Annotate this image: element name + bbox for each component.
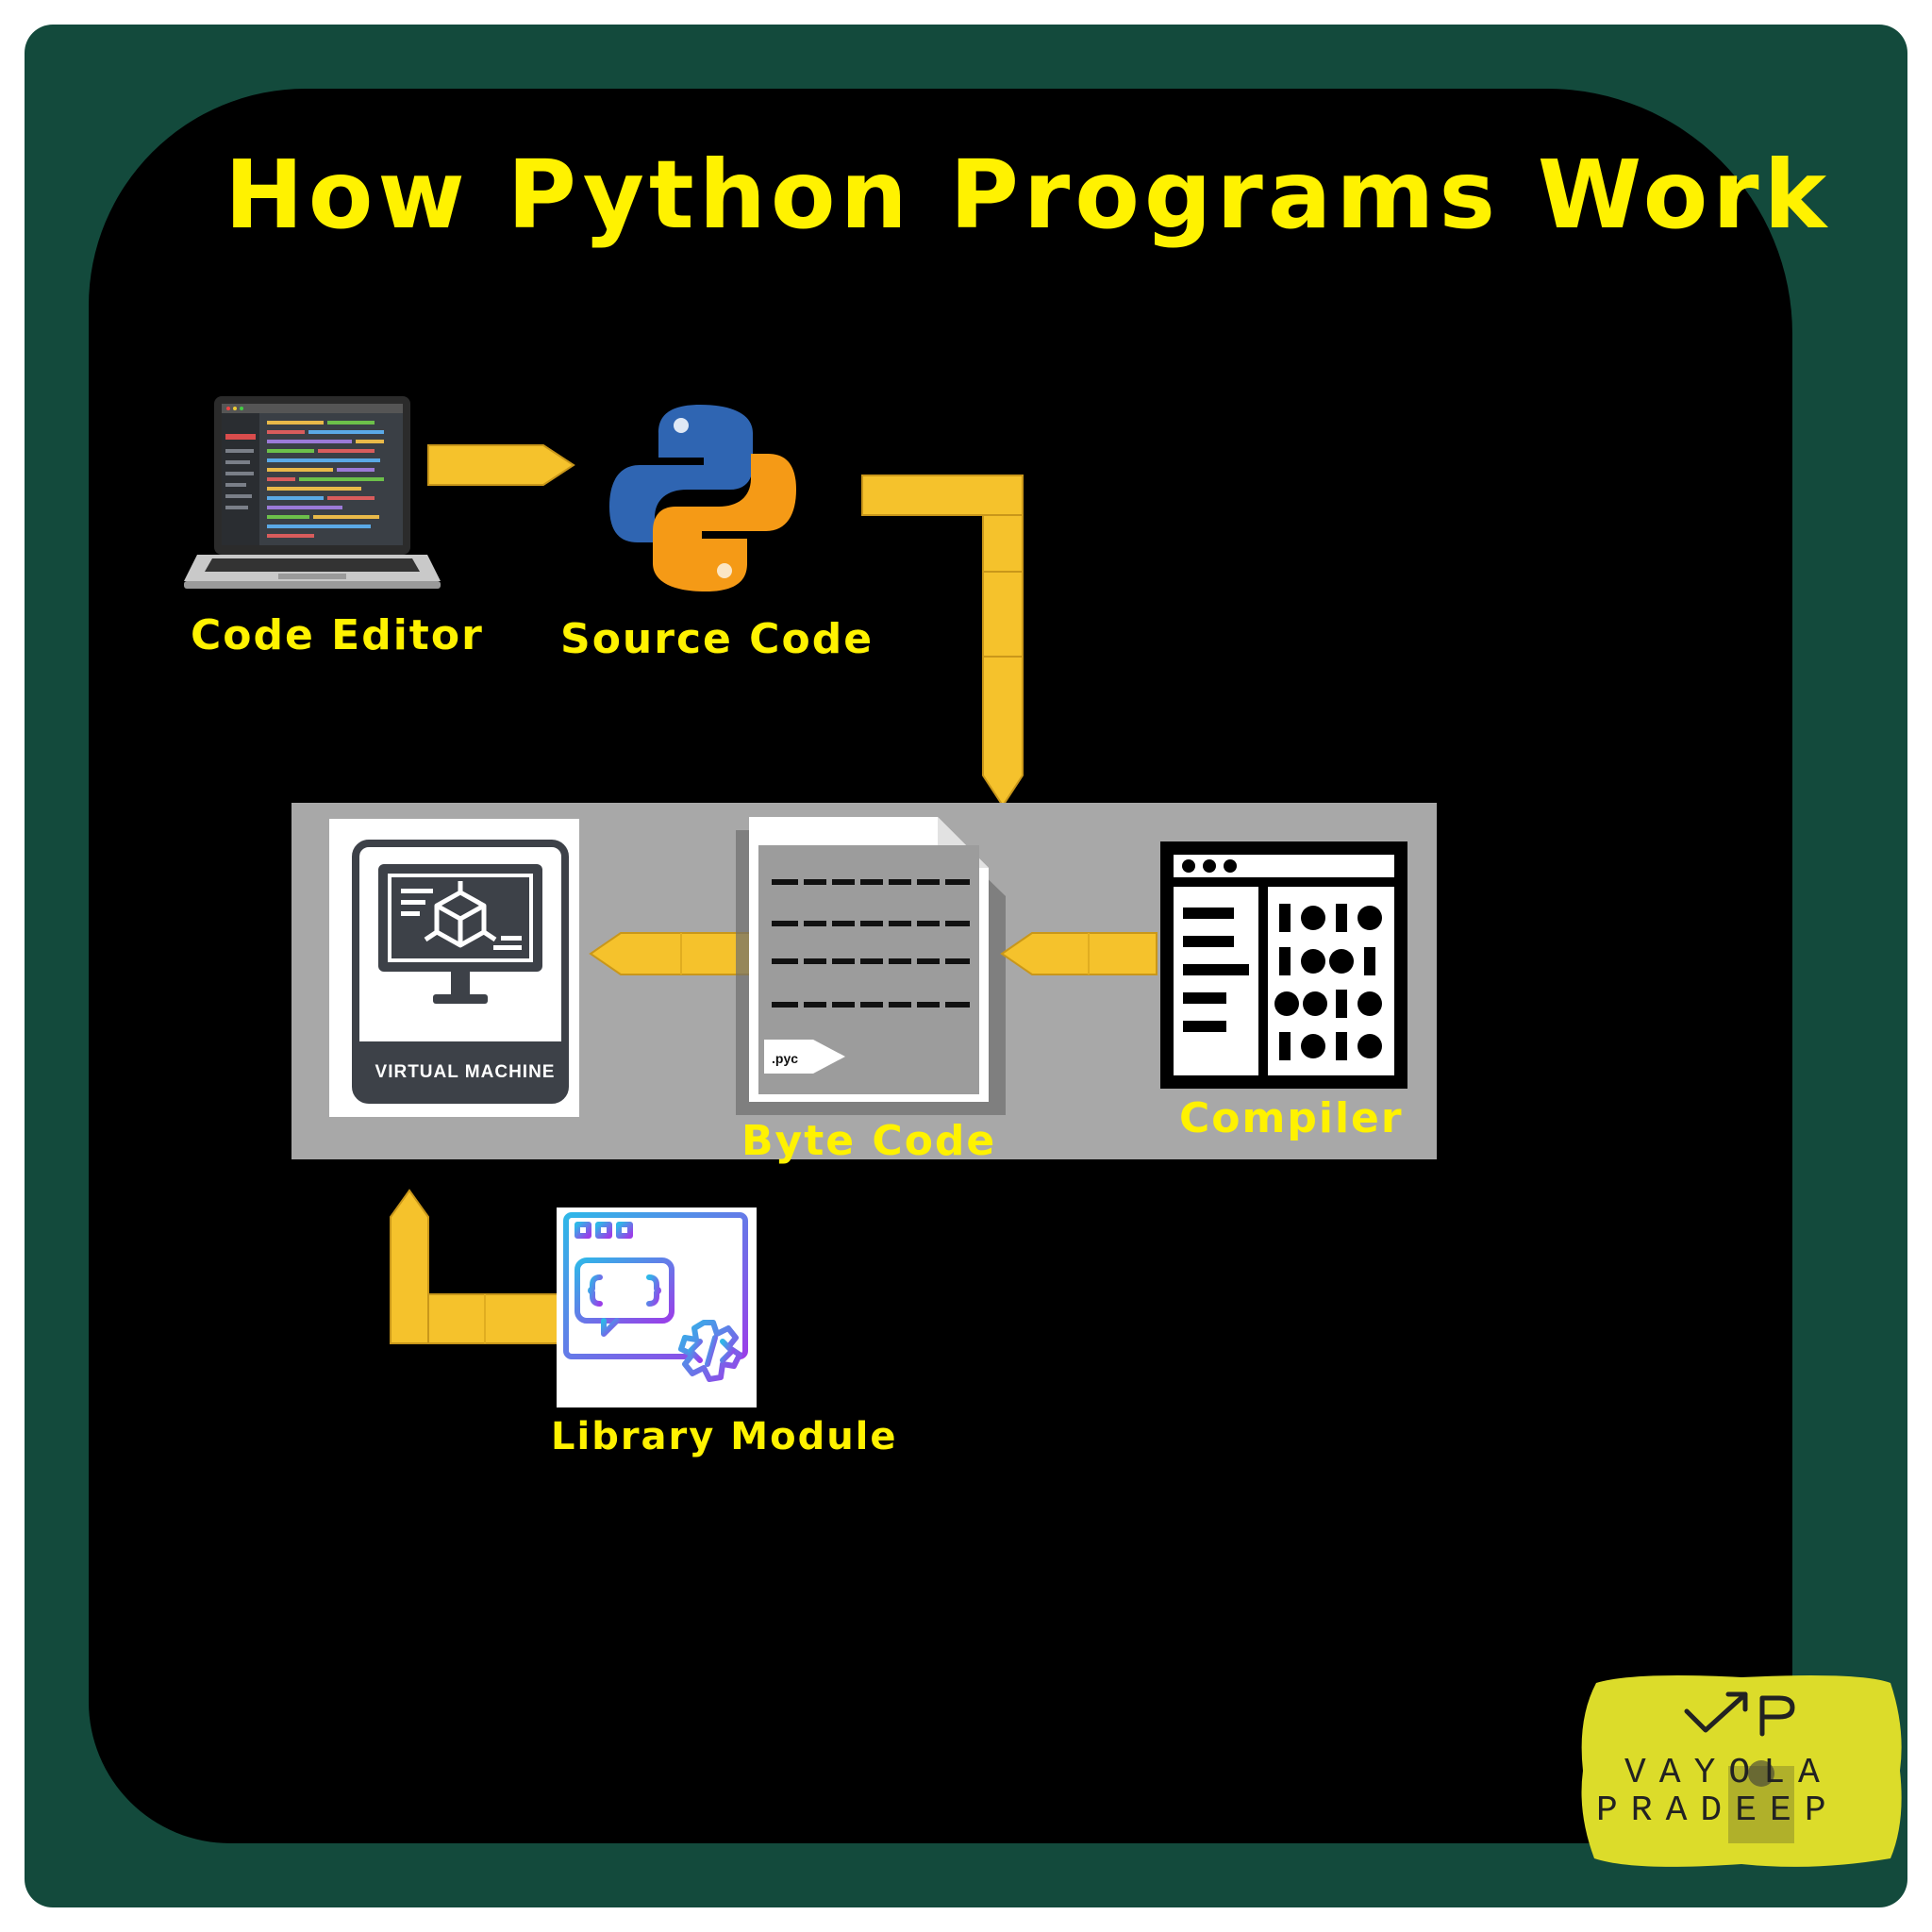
arrow-compiler-to-bytecode	[1000, 932, 1158, 975]
library-module-icon	[563, 1212, 748, 1382]
pyc-tag: .pyc	[772, 1051, 799, 1066]
virtual-machine-label: VIRTUAL MACHINE	[375, 1062, 556, 1082]
logo-badge-shape	[1581, 1675, 1902, 1867]
logo-line2: PRADEEP	[1596, 1790, 1840, 1831]
diagram-title: How Python Programs Work	[225, 140, 1832, 250]
byte-code-label: Byte Code	[741, 1117, 997, 1165]
laptop-icon	[184, 396, 441, 589]
virtual-machine-icon	[352, 840, 569, 1104]
logo-line1: VAYOLA	[1624, 1753, 1833, 1793]
arrow-editor-to-source	[427, 444, 575, 486]
code-editor-label: Code Editor	[191, 611, 484, 659]
source-code-label: Source Code	[560, 615, 874, 663]
arrow-library-to-vm	[390, 1189, 559, 1344]
vayola-pradeep-logo: VAYOLA PRADEEP	[1577, 1672, 1906, 1870]
compiler-icon	[1160, 841, 1407, 1089]
library-module-label: Library Module	[551, 1415, 898, 1458]
compiler-label: Compiler	[1179, 1094, 1404, 1142]
bytecode-document-icon	[736, 817, 1006, 1115]
arrow-source-to-compiler	[861, 475, 1024, 808]
arrow-bytecode-to-vm	[589, 932, 756, 975]
python-logo-icon	[609, 405, 796, 591]
